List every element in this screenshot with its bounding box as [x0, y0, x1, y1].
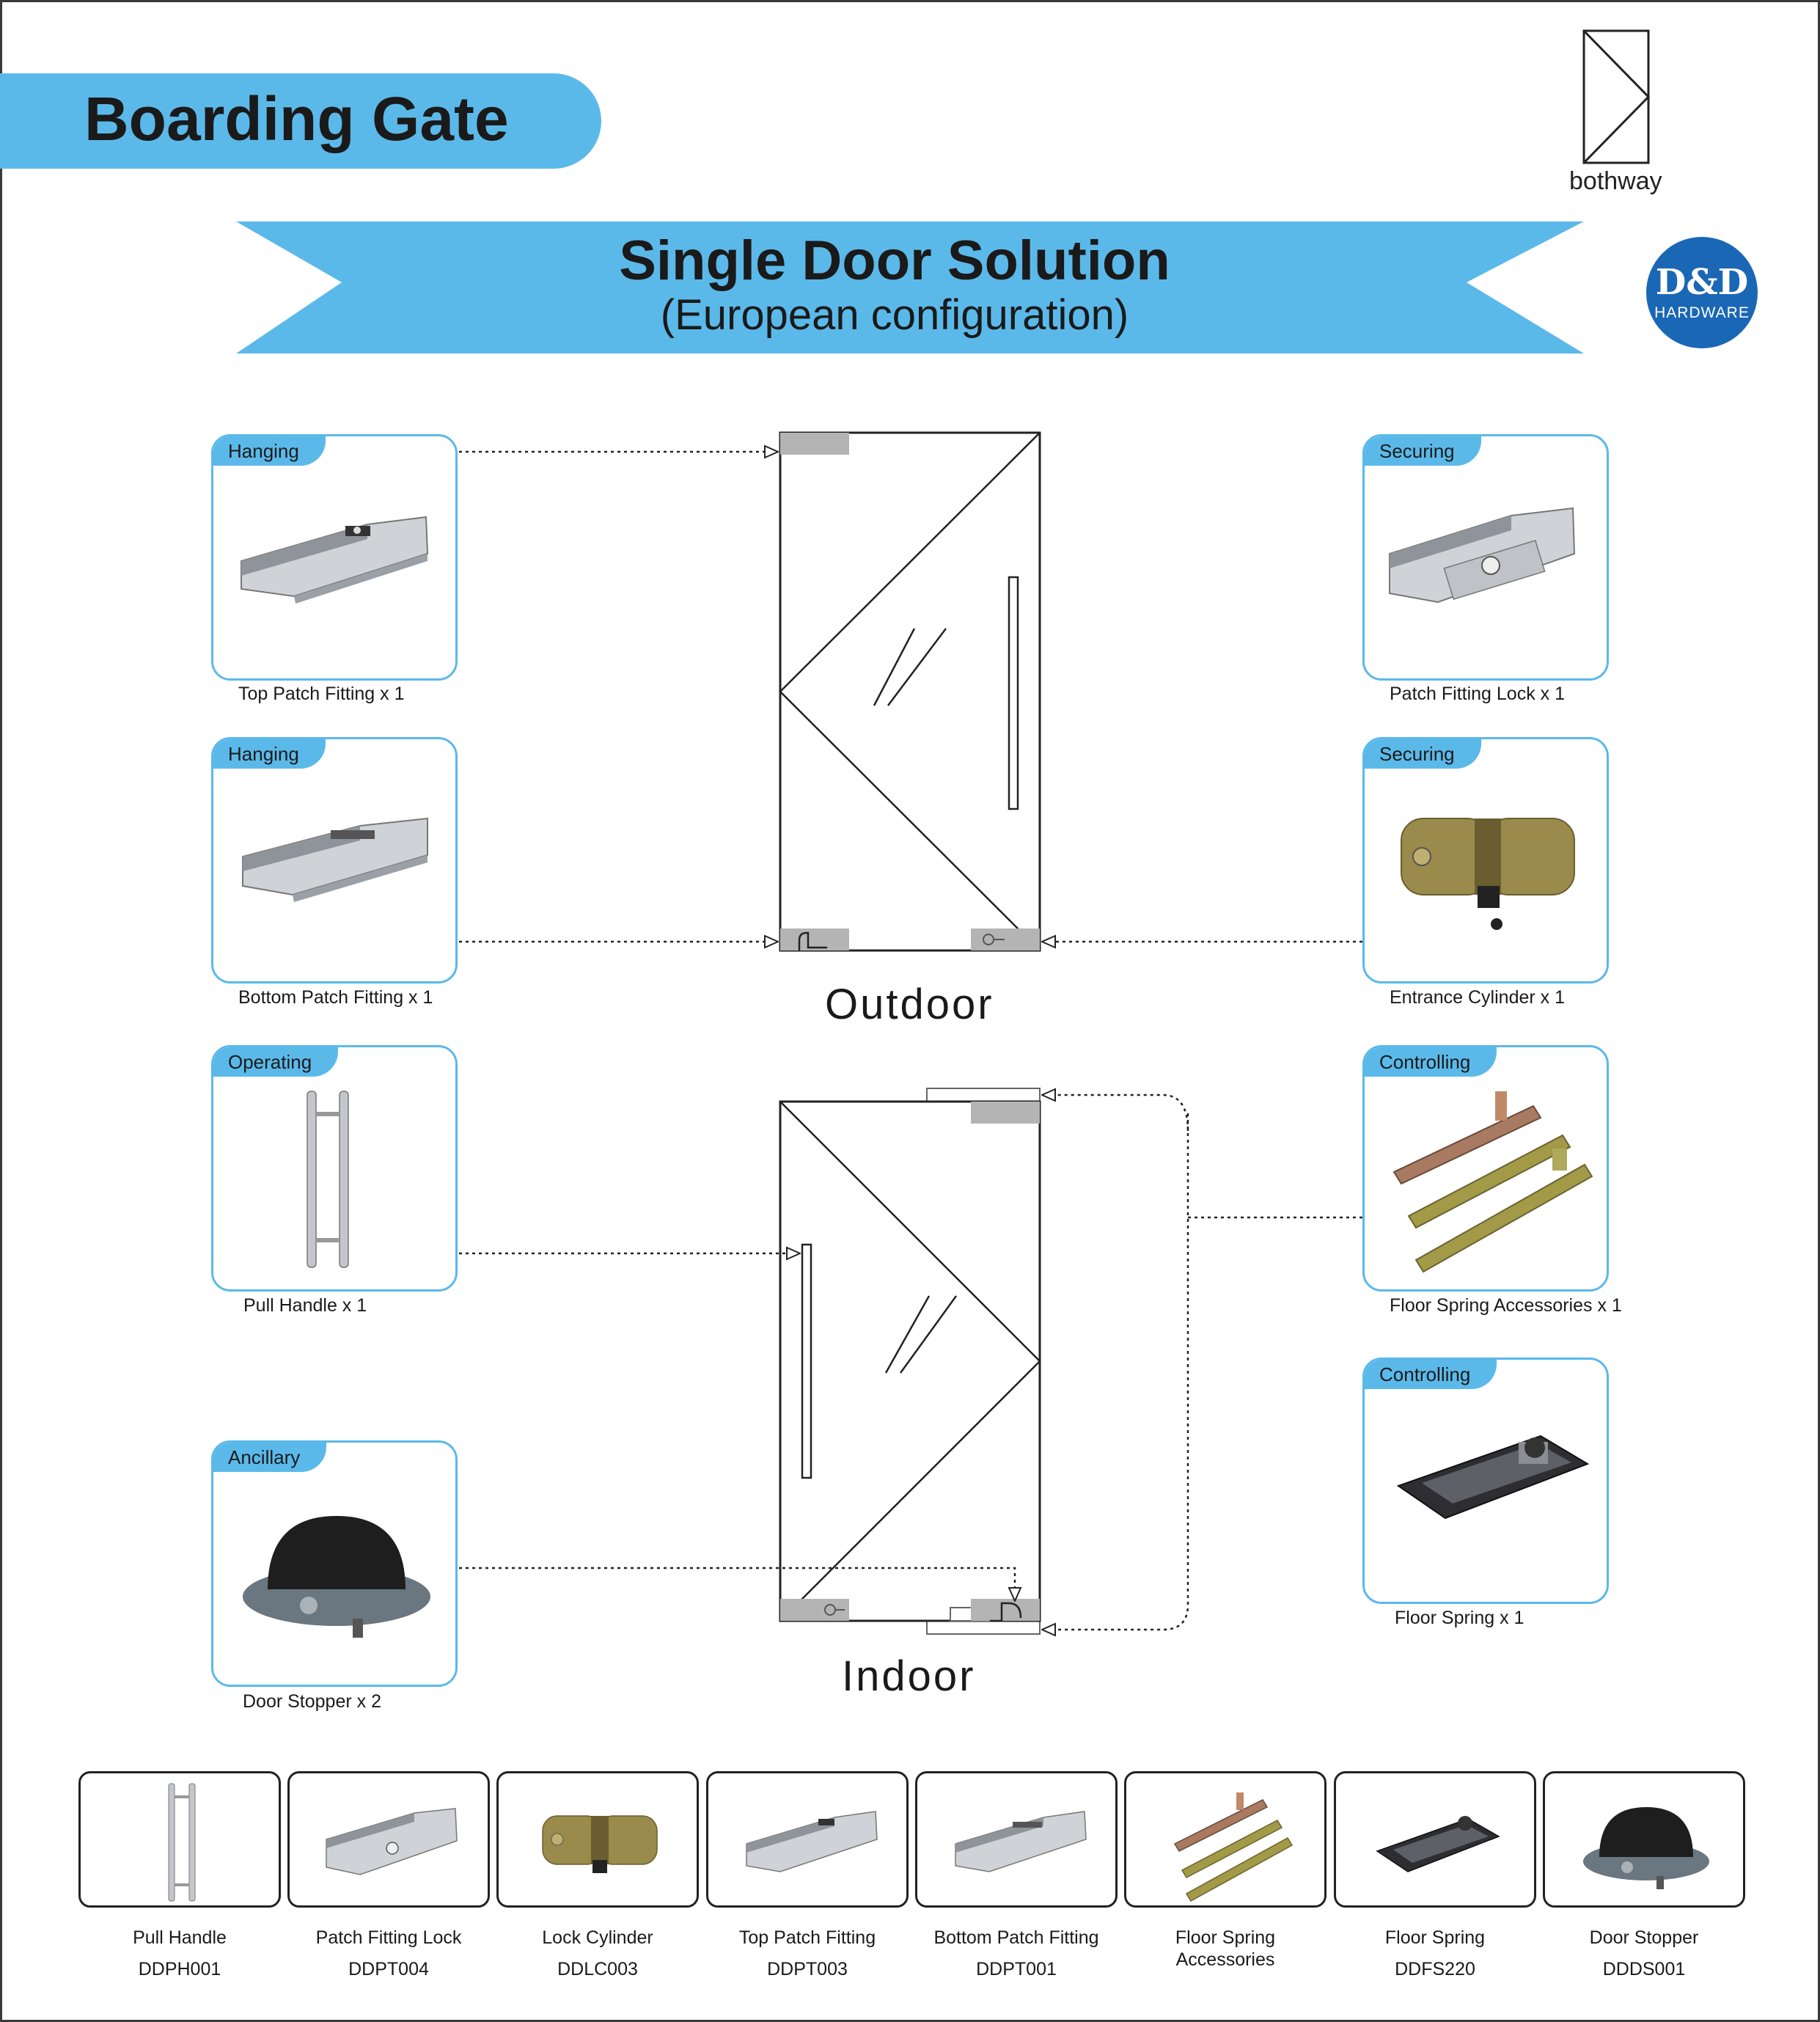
- banner-ribbon: [236, 221, 1584, 354]
- banner-subtitle: (European configuration): [660, 291, 1129, 339]
- product-box-bottom-patch-fitting[interactable]: [915, 1771, 1118, 1908]
- top-patch-fitting-card[interactable]: Hanging: [211, 434, 458, 681]
- bottom-patch-fitting-icon: [955, 1811, 1087, 1872]
- product-name: Pull Handle: [133, 1927, 227, 1948]
- product-code: DDFS220: [1395, 1959, 1475, 1979]
- product-name: Floor Spring Accessories: [1175, 1927, 1276, 1970]
- pull-handle-card[interactable]: Operating: [211, 1045, 458, 1292]
- outdoor-door: [779, 431, 1041, 952]
- top-patch-marker: [780, 433, 849, 455]
- door-diagram: [459, 431, 1362, 1760]
- floor-spring-icon: [1396, 1435, 1590, 1520]
- product-code: DDPT001: [976, 1959, 1057, 1979]
- product-box-top-patch-fitting[interactable]: [706, 1771, 909, 1908]
- product-name: Door Stopper: [1589, 1927, 1699, 1948]
- product-code: DDPT003: [767, 1959, 848, 1979]
- product-code: DDDS001: [1602, 1959, 1686, 1979]
- product-code: DDLC003: [557, 1959, 638, 1979]
- product-name: Top Patch Fitting: [738, 1927, 876, 1948]
- page-title: Boarding Gate: [84, 84, 509, 153]
- category-tag: Controlling: [1365, 1360, 1497, 1389]
- lock-marker: [971, 928, 1040, 950]
- floor-spring-caption: Floor Spring x 1: [1395, 1608, 1524, 1628]
- bottom-patch-marker-indoor: [971, 1599, 1040, 1621]
- floor-spring-accessories-icon: [1173, 1792, 1294, 1902]
- product-name: Lock Cylinder: [542, 1927, 653, 1948]
- category-tag: Hanging: [213, 739, 326, 769]
- floor-spring-icon: [1376, 1816, 1500, 1872]
- bothway-door-icon: [1582, 29, 1651, 164]
- lock-cylinder-icon: [542, 1815, 658, 1873]
- patch-fitting-lock-icon: [1389, 507, 1576, 604]
- product-name: Patch Fitting Lock: [315, 1927, 462, 1948]
- pull-handle-caption: Pull Handle x 1: [243, 1295, 367, 1316]
- product-box-lock-cylinder[interactable]: [496, 1771, 699, 1908]
- top-patch-fitting-icon: [746, 1811, 878, 1872]
- product-box-pull-handle[interactable]: [78, 1771, 281, 1908]
- patch-fitting-lock-card[interactable]: Securing: [1362, 434, 1609, 681]
- product-name: Bottom Patch Fitting: [933, 1927, 1099, 1948]
- bottom-patch-fitting-card[interactable]: Hanging: [211, 737, 458, 983]
- opening-type-label: bothway: [1569, 167, 1662, 195]
- top-patch-fitting-caption: Top Patch Fitting x 1: [238, 684, 405, 704]
- category-tag: Securing: [1365, 436, 1481, 466]
- floor-spring-accessories-caption: Floor Spring Accessories x 1: [1390, 1295, 1622, 1316]
- lock-cylinder-icon: [1401, 818, 1575, 930]
- pull-handle-icon: [307, 1091, 349, 1268]
- entrance-cylinder-caption: Entrance Cylinder x 1: [1390, 987, 1566, 1008]
- door-stopper-caption: Door Stopper x 2: [243, 1691, 381, 1712]
- category-tag: Operating: [213, 1047, 339, 1077]
- indoor-label: Indoor: [842, 1652, 976, 1700]
- product-box-floor-spring-accessories[interactable]: [1124, 1771, 1327, 1908]
- logo-mark: D&D: [1655, 262, 1749, 303]
- dd-hardware-logo: D&D HARDWARE: [1646, 237, 1758, 348]
- entrance-cylinder-card[interactable]: Securing: [1362, 737, 1609, 983]
- product-code: DDPT004: [348, 1959, 429, 1979]
- door-stopper-icon: [243, 1516, 430, 1638]
- banner-title: Single Door Solution: [619, 230, 1170, 292]
- patch-fitting-lock-icon: [326, 1808, 458, 1875]
- product-name: Floor Spring: [1384, 1927, 1486, 1948]
- outdoor-label: Outdoor: [825, 981, 994, 1028]
- top-patch-fitting-icon: [241, 516, 429, 604]
- patch-fitting-lock-caption: Patch Fitting Lock x 1: [1390, 684, 1566, 704]
- bottom-patch-fitting-icon: [242, 817, 428, 902]
- product-box-patch-fitting-lock[interactable]: [287, 1771, 490, 1908]
- floor-spring-card[interactable]: Controlling: [1362, 1358, 1609, 1604]
- logo-text: HARDWARE: [1654, 304, 1750, 321]
- category-tag: Controlling: [1365, 1047, 1497, 1077]
- category-tag: Hanging: [213, 436, 326, 466]
- floor-spring-accessories-card[interactable]: Controlling: [1362, 1045, 1609, 1292]
- indoor-door: [779, 1088, 1041, 1635]
- bottom-patch-fitting-caption: Bottom Patch Fitting x 1: [238, 987, 433, 1008]
- title-pill: Boarding Gate: [0, 73, 601, 169]
- category-tag: Securing: [1365, 739, 1481, 769]
- product-code: DDPH001: [138, 1959, 221, 1979]
- product-box-floor-spring[interactable]: [1334, 1771, 1536, 1908]
- door-stopper-icon: [1583, 1807, 1709, 1889]
- floor-spring-accessories-icon: [1392, 1091, 1593, 1273]
- top-patch-marker-indoor: [971, 1102, 1040, 1124]
- door-stopper-card[interactable]: Ancillary: [211, 1440, 458, 1687]
- category-tag: Ancillary: [213, 1443, 327, 1472]
- product-box-door-stopper[interactable]: [1543, 1771, 1745, 1908]
- pull-handle-icon: [168, 1783, 196, 1902]
- connector-lines: [459, 452, 1362, 1630]
